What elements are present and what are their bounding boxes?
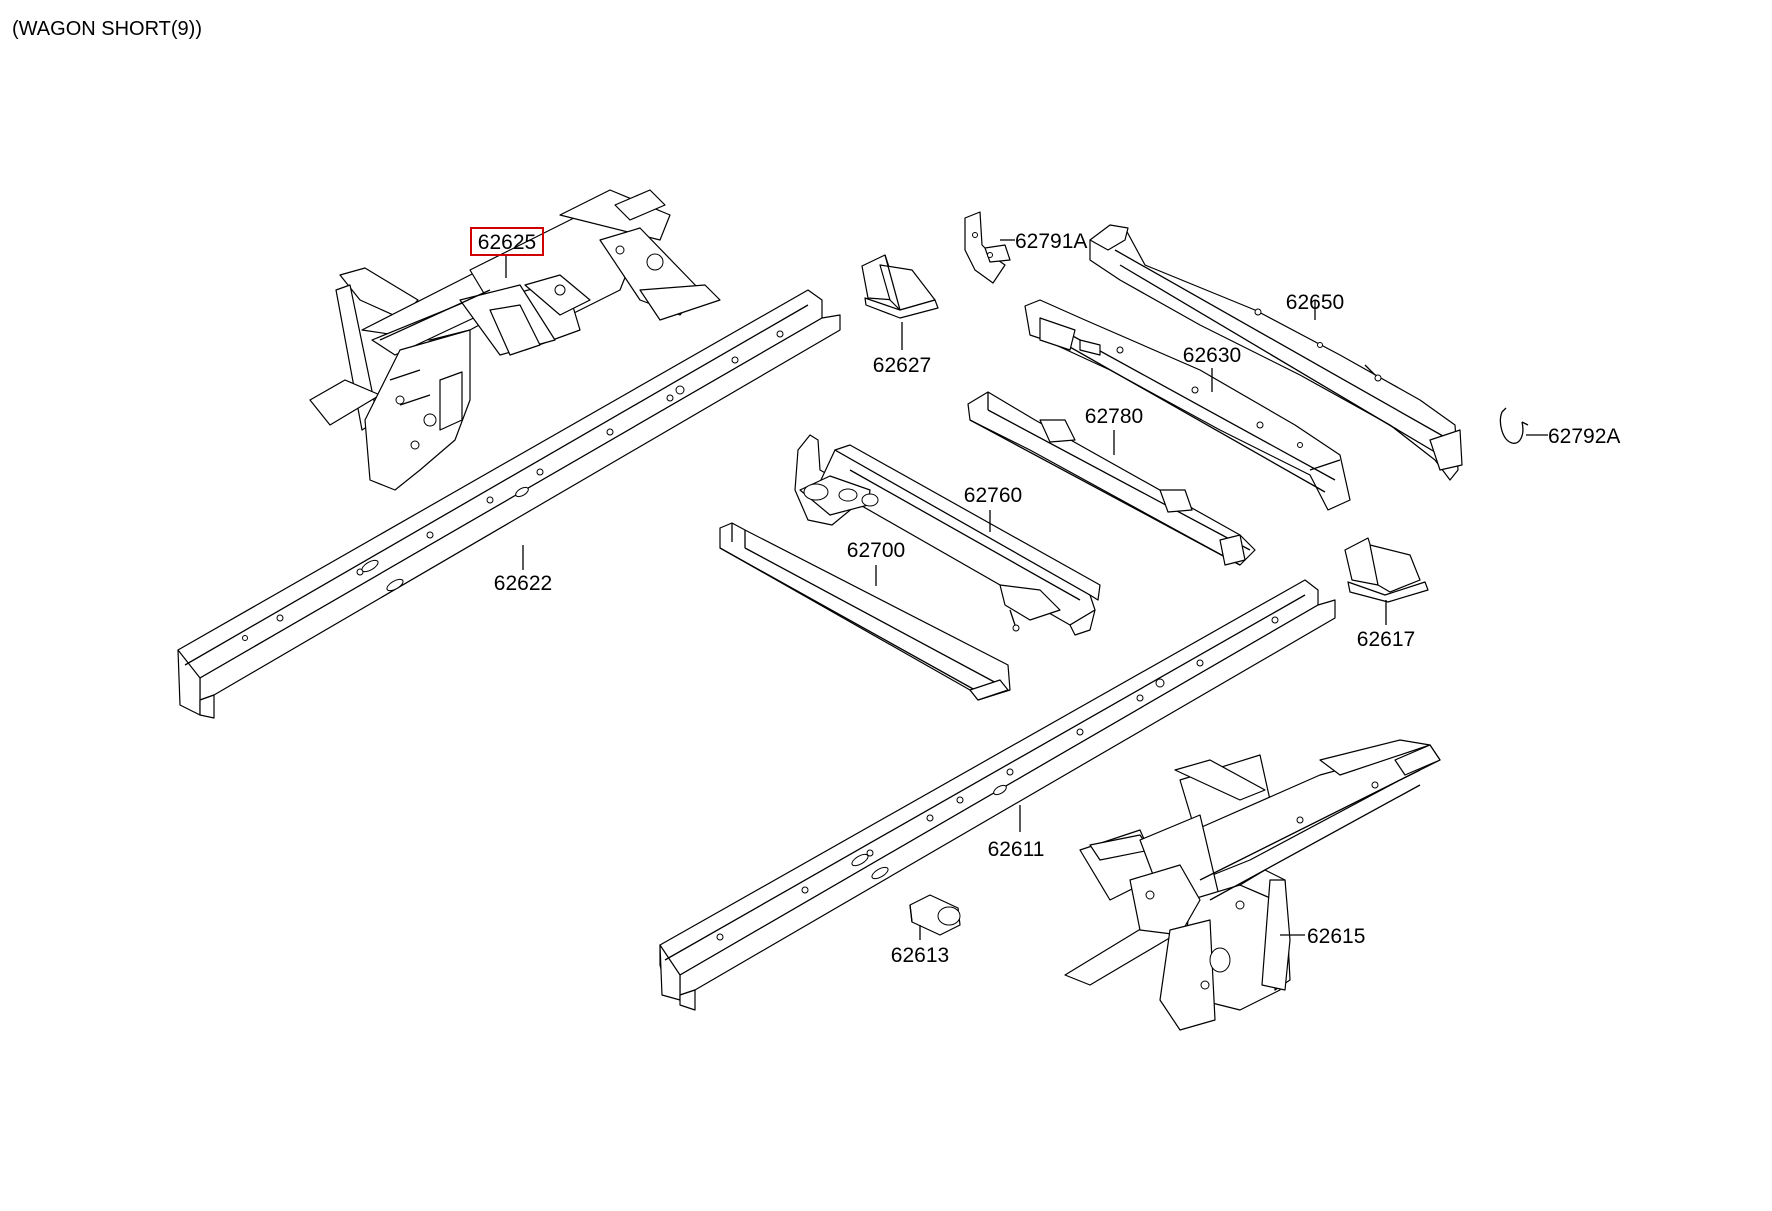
label-62622[interactable]: 62622 bbox=[494, 572, 552, 595]
part-62627-drawing[interactable] bbox=[861, 254, 939, 319]
label-62627[interactable]: 62627 bbox=[873, 354, 931, 377]
diagram-title: (WAGON SHORT(9)) bbox=[12, 18, 202, 40]
part-62650-drawing[interactable] bbox=[1089, 224, 1463, 481]
part-62611-drawing[interactable] bbox=[659, 579, 1336, 1011]
part-62615-drawing[interactable] bbox=[1064, 739, 1441, 1031]
part-62700-drawing[interactable] bbox=[719, 522, 1011, 701]
part-62617-drawing[interactable] bbox=[1344, 537, 1429, 603]
part-62780-drawing[interactable] bbox=[967, 391, 1256, 566]
label-62791a[interactable]: 62791A bbox=[1015, 230, 1087, 253]
label-62611[interactable]: 62611 bbox=[988, 838, 1045, 861]
leader-lines bbox=[505, 239, 1548, 940]
label-62792a[interactable]: 62792A bbox=[1548, 425, 1620, 448]
label-62760[interactable]: 62760 bbox=[964, 484, 1022, 507]
part-62625-drawing[interactable] bbox=[309, 189, 721, 491]
label-62780[interactable]: 62780 bbox=[1085, 405, 1143, 428]
label-62625[interactable]: 62625 bbox=[478, 231, 536, 254]
label-62615[interactable]: 62615 bbox=[1307, 925, 1365, 948]
part-62622-drawing[interactable] bbox=[177, 289, 841, 719]
part-62613-drawing[interactable] bbox=[909, 894, 961, 936]
highlight-box bbox=[470, 227, 544, 256]
label-62617[interactable]: 62617 bbox=[1357, 628, 1415, 651]
label-62650[interactable]: 62650 bbox=[1286, 291, 1344, 314]
part-62760-drawing[interactable] bbox=[794, 434, 1101, 636]
label-62700[interactable]: 62700 bbox=[847, 539, 905, 562]
label-62613[interactable]: 62613 bbox=[891, 944, 949, 967]
part-62630-drawing[interactable] bbox=[1024, 299, 1351, 511]
part-62792a-drawing[interactable] bbox=[1499, 407, 1529, 444]
part-62791a-drawing[interactable] bbox=[964, 211, 1011, 284]
label-62630[interactable]: 62630 bbox=[1183, 344, 1241, 367]
part-labels: 62625 62622 62627 62791A 62650 62630 627… bbox=[470, 227, 1620, 967]
